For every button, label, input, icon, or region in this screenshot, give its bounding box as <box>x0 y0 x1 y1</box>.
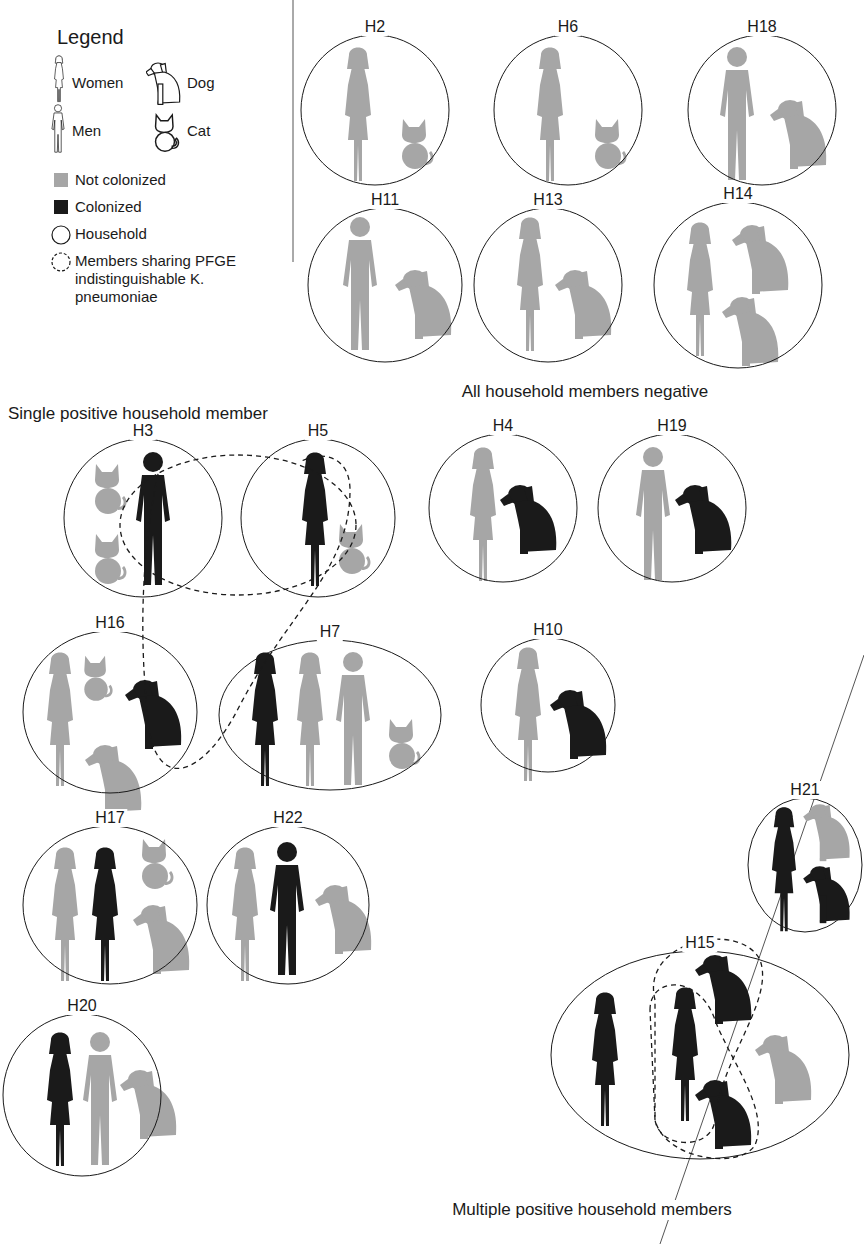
household-id: H19 <box>654 417 689 435</box>
household-outline <box>2 1013 162 1177</box>
household-circle: H10 <box>480 637 616 773</box>
household-outline <box>300 34 450 186</box>
household-circle: H19 <box>597 433 747 583</box>
household-outline <box>473 207 623 363</box>
legend-text: Cat <box>187 122 247 140</box>
legend-swatch <box>54 173 68 187</box>
household-circle: H2 <box>300 34 450 186</box>
household-id: H7 <box>317 623 343 641</box>
household-outline <box>550 950 850 1160</box>
household-outline <box>206 825 370 985</box>
household-circle: H16 <box>22 630 198 794</box>
household-outline <box>22 630 198 794</box>
household-id: H5 <box>305 422 331 440</box>
household-circle: H6 <box>493 34 643 186</box>
household-outline <box>687 34 837 186</box>
section-label: Single positive household member <box>6 404 270 424</box>
household-id: H16 <box>92 614 127 632</box>
legend-text: Household <box>75 225 275 243</box>
household-circle: H22 <box>206 825 370 985</box>
legend-text: Men <box>72 122 132 140</box>
household-circle: H21 <box>747 797 863 933</box>
household-ellipse <box>429 434 577 582</box>
household-outline <box>240 438 396 598</box>
household-circle: H4 <box>428 433 578 583</box>
household-id: H17 <box>92 809 127 827</box>
household-members <box>47 47 850 1166</box>
legend-text: Colonized <box>75 198 275 216</box>
household-id: H13 <box>530 191 565 209</box>
household-ellipse <box>308 208 462 362</box>
household-circle: H7 <box>218 639 442 791</box>
household-ellipse <box>301 35 449 185</box>
household-ellipse <box>748 798 862 932</box>
household-circle: H13 <box>473 207 623 363</box>
household-id: H11 <box>368 191 402 209</box>
household-id: H4 <box>490 417 516 435</box>
household-circle: H18 <box>687 34 837 186</box>
household-id: H21 <box>787 781 822 799</box>
household-ellipse <box>207 826 369 984</box>
household-ellipse <box>551 951 849 1159</box>
household-circle: H5 <box>240 438 396 598</box>
shared-strain-sample <box>52 253 70 271</box>
legend-icons <box>52 56 180 152</box>
household-id: H2 <box>362 18 388 36</box>
household-ellipse <box>494 35 642 185</box>
section-label: All household members negative <box>460 382 711 402</box>
household-ellipse <box>64 439 222 597</box>
legend-text: Women <box>72 74 132 92</box>
legend-text: Members sharing PFGE indistinguishable K… <box>75 252 280 306</box>
household-circle: H20 <box>2 1013 162 1177</box>
household-id: H3 <box>130 422 156 440</box>
legend-swatch <box>54 200 68 214</box>
household-ellipse <box>481 638 615 772</box>
household-circle: H3 <box>63 438 223 598</box>
household-outline <box>493 34 643 186</box>
household-id: H22 <box>270 809 305 827</box>
household-sample <box>52 226 70 244</box>
household-ellipse <box>654 202 822 368</box>
household-circle: H15 <box>550 950 850 1160</box>
household-outline <box>747 797 863 933</box>
household-outline <box>653 201 823 369</box>
household-id: H14 <box>720 185 755 203</box>
household-ellipse <box>474 208 622 362</box>
section-label: Multiple positive household members <box>450 1200 734 1220</box>
household-outline <box>480 637 616 773</box>
household-ellipse <box>23 826 197 984</box>
household-outline <box>428 433 578 583</box>
household-id: H15 <box>682 934 717 952</box>
household-circle: H14 <box>653 201 823 369</box>
household-circle: H11 <box>307 207 463 363</box>
separator-line <box>293 0 294 262</box>
legend-text: Not colonized <box>75 171 275 189</box>
household-ellipse <box>3 1014 161 1176</box>
household-circle: H17 <box>22 825 198 985</box>
household-ellipse <box>688 35 836 185</box>
household-outline <box>63 438 223 598</box>
household-id: H6 <box>555 18 581 36</box>
household-id: H20 <box>64 997 99 1015</box>
section-label: Legend <box>55 26 126 49</box>
household-outline <box>218 639 442 791</box>
household-ellipse <box>23 631 197 793</box>
household-ellipse <box>219 640 441 790</box>
separator-line <box>660 655 864 1244</box>
household-ellipse <box>598 434 746 582</box>
household-outline <box>22 825 198 985</box>
household-outline <box>597 433 747 583</box>
shared-strain-loop <box>120 455 763 1159</box>
legend-text: Dog <box>187 74 247 92</box>
household-id: H10 <box>530 621 565 639</box>
household-id: H18 <box>744 18 779 36</box>
household-ellipse <box>241 439 395 597</box>
household-outline <box>307 207 463 363</box>
